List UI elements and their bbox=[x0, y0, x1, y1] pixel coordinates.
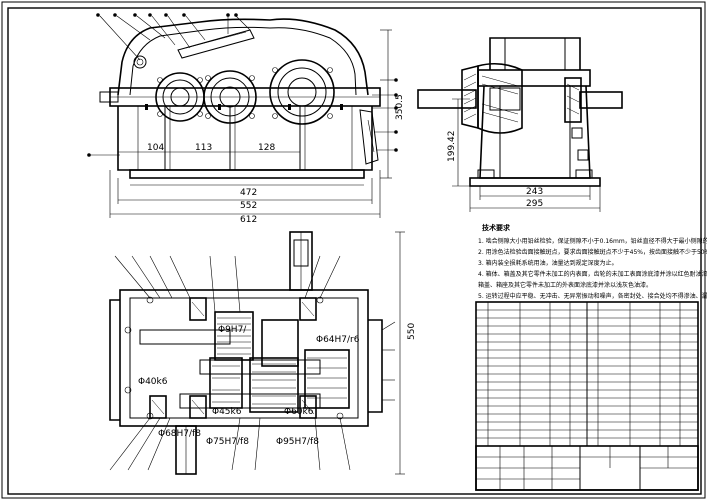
tech-req-line-5: 箱盖、箱座及其它零件未加工的外表面涂底漆并涂以浅灰色油漆。 bbox=[478, 281, 652, 289]
tech-req-line-2: 2. 用涂色法检验齿面接触斑点，要求齿面接触斑点不少于45%，按齿面接触不少于5… bbox=[478, 248, 707, 256]
dim-128: 128 bbox=[258, 143, 275, 153]
fit-label-9H7: Φ9H7/ bbox=[218, 325, 247, 335]
dim-295: 295 bbox=[526, 199, 543, 209]
top-view: 550 Φ64H7/r6 Φ40k6 Φ45k6 Φ60k6 Φ68H7/f8 … bbox=[109, 231, 417, 475]
tech-req-line-3: 3. 箱内装全损耗系统用油，油量达到规定深度为止。 bbox=[478, 259, 618, 267]
fit-label-68H7-f8: Φ68H7/f8 bbox=[158, 429, 201, 439]
title-block bbox=[475, 445, 699, 491]
tech-req-line-1: 1. 啮合侧隙大小用铅丝检验，保证侧隙不小于0.16mm，铅丝直径不得大于最小侧… bbox=[478, 237, 707, 245]
tech-req-line-4: 4. 箱体、箱盖及其它零件未加工的内表面，齿轮的未加工表面涂底漆并涂以红色耐油漆… bbox=[478, 270, 707, 278]
front-view: 104 113 128 472 552 612 350.5 bbox=[87, 13, 405, 225]
dim-552: 552 bbox=[240, 201, 257, 211]
side-view: 199.42 243 295 bbox=[417, 37, 623, 212]
dim-113: 113 bbox=[195, 143, 212, 153]
fit-label-40k6: Φ40k6 bbox=[138, 377, 168, 387]
fit-label-75H7-f8: Φ75H7/f8 bbox=[206, 437, 249, 447]
dim-199-42: 199.42 bbox=[447, 131, 457, 163]
fit-label-45k6: Φ45k6 bbox=[212, 407, 242, 417]
sheet-border-inner bbox=[7, 7, 702, 495]
technical-requirements: 技术要求 1. 啮合侧隙大小用铅丝检验，保证侧隙不小于0.16mm，铅丝直径不得… bbox=[478, 223, 707, 300]
dim-104: 104 bbox=[147, 143, 164, 153]
dim-350-5: 350.5 bbox=[395, 94, 405, 120]
dim-472: 472 bbox=[240, 188, 257, 198]
tech-req-title: 技术要求 bbox=[482, 223, 511, 232]
tech-req-line-6: 5. 运转过程中应平稳、无冲击、无异常振动和噪声，各密封处、接合处均不得渗油、漏… bbox=[478, 292, 707, 300]
fit-label-64H7-r6: Φ64H7/r6 bbox=[316, 335, 360, 345]
dim-243: 243 bbox=[526, 187, 543, 197]
dim-612: 612 bbox=[240, 215, 257, 225]
fit-label-95H7-f8: Φ95H7/f8 bbox=[276, 437, 319, 447]
dim-550: 550 bbox=[407, 323, 417, 340]
fit-label-60k6: Φ60k6 bbox=[284, 407, 314, 417]
parts-list bbox=[475, 301, 699, 491]
